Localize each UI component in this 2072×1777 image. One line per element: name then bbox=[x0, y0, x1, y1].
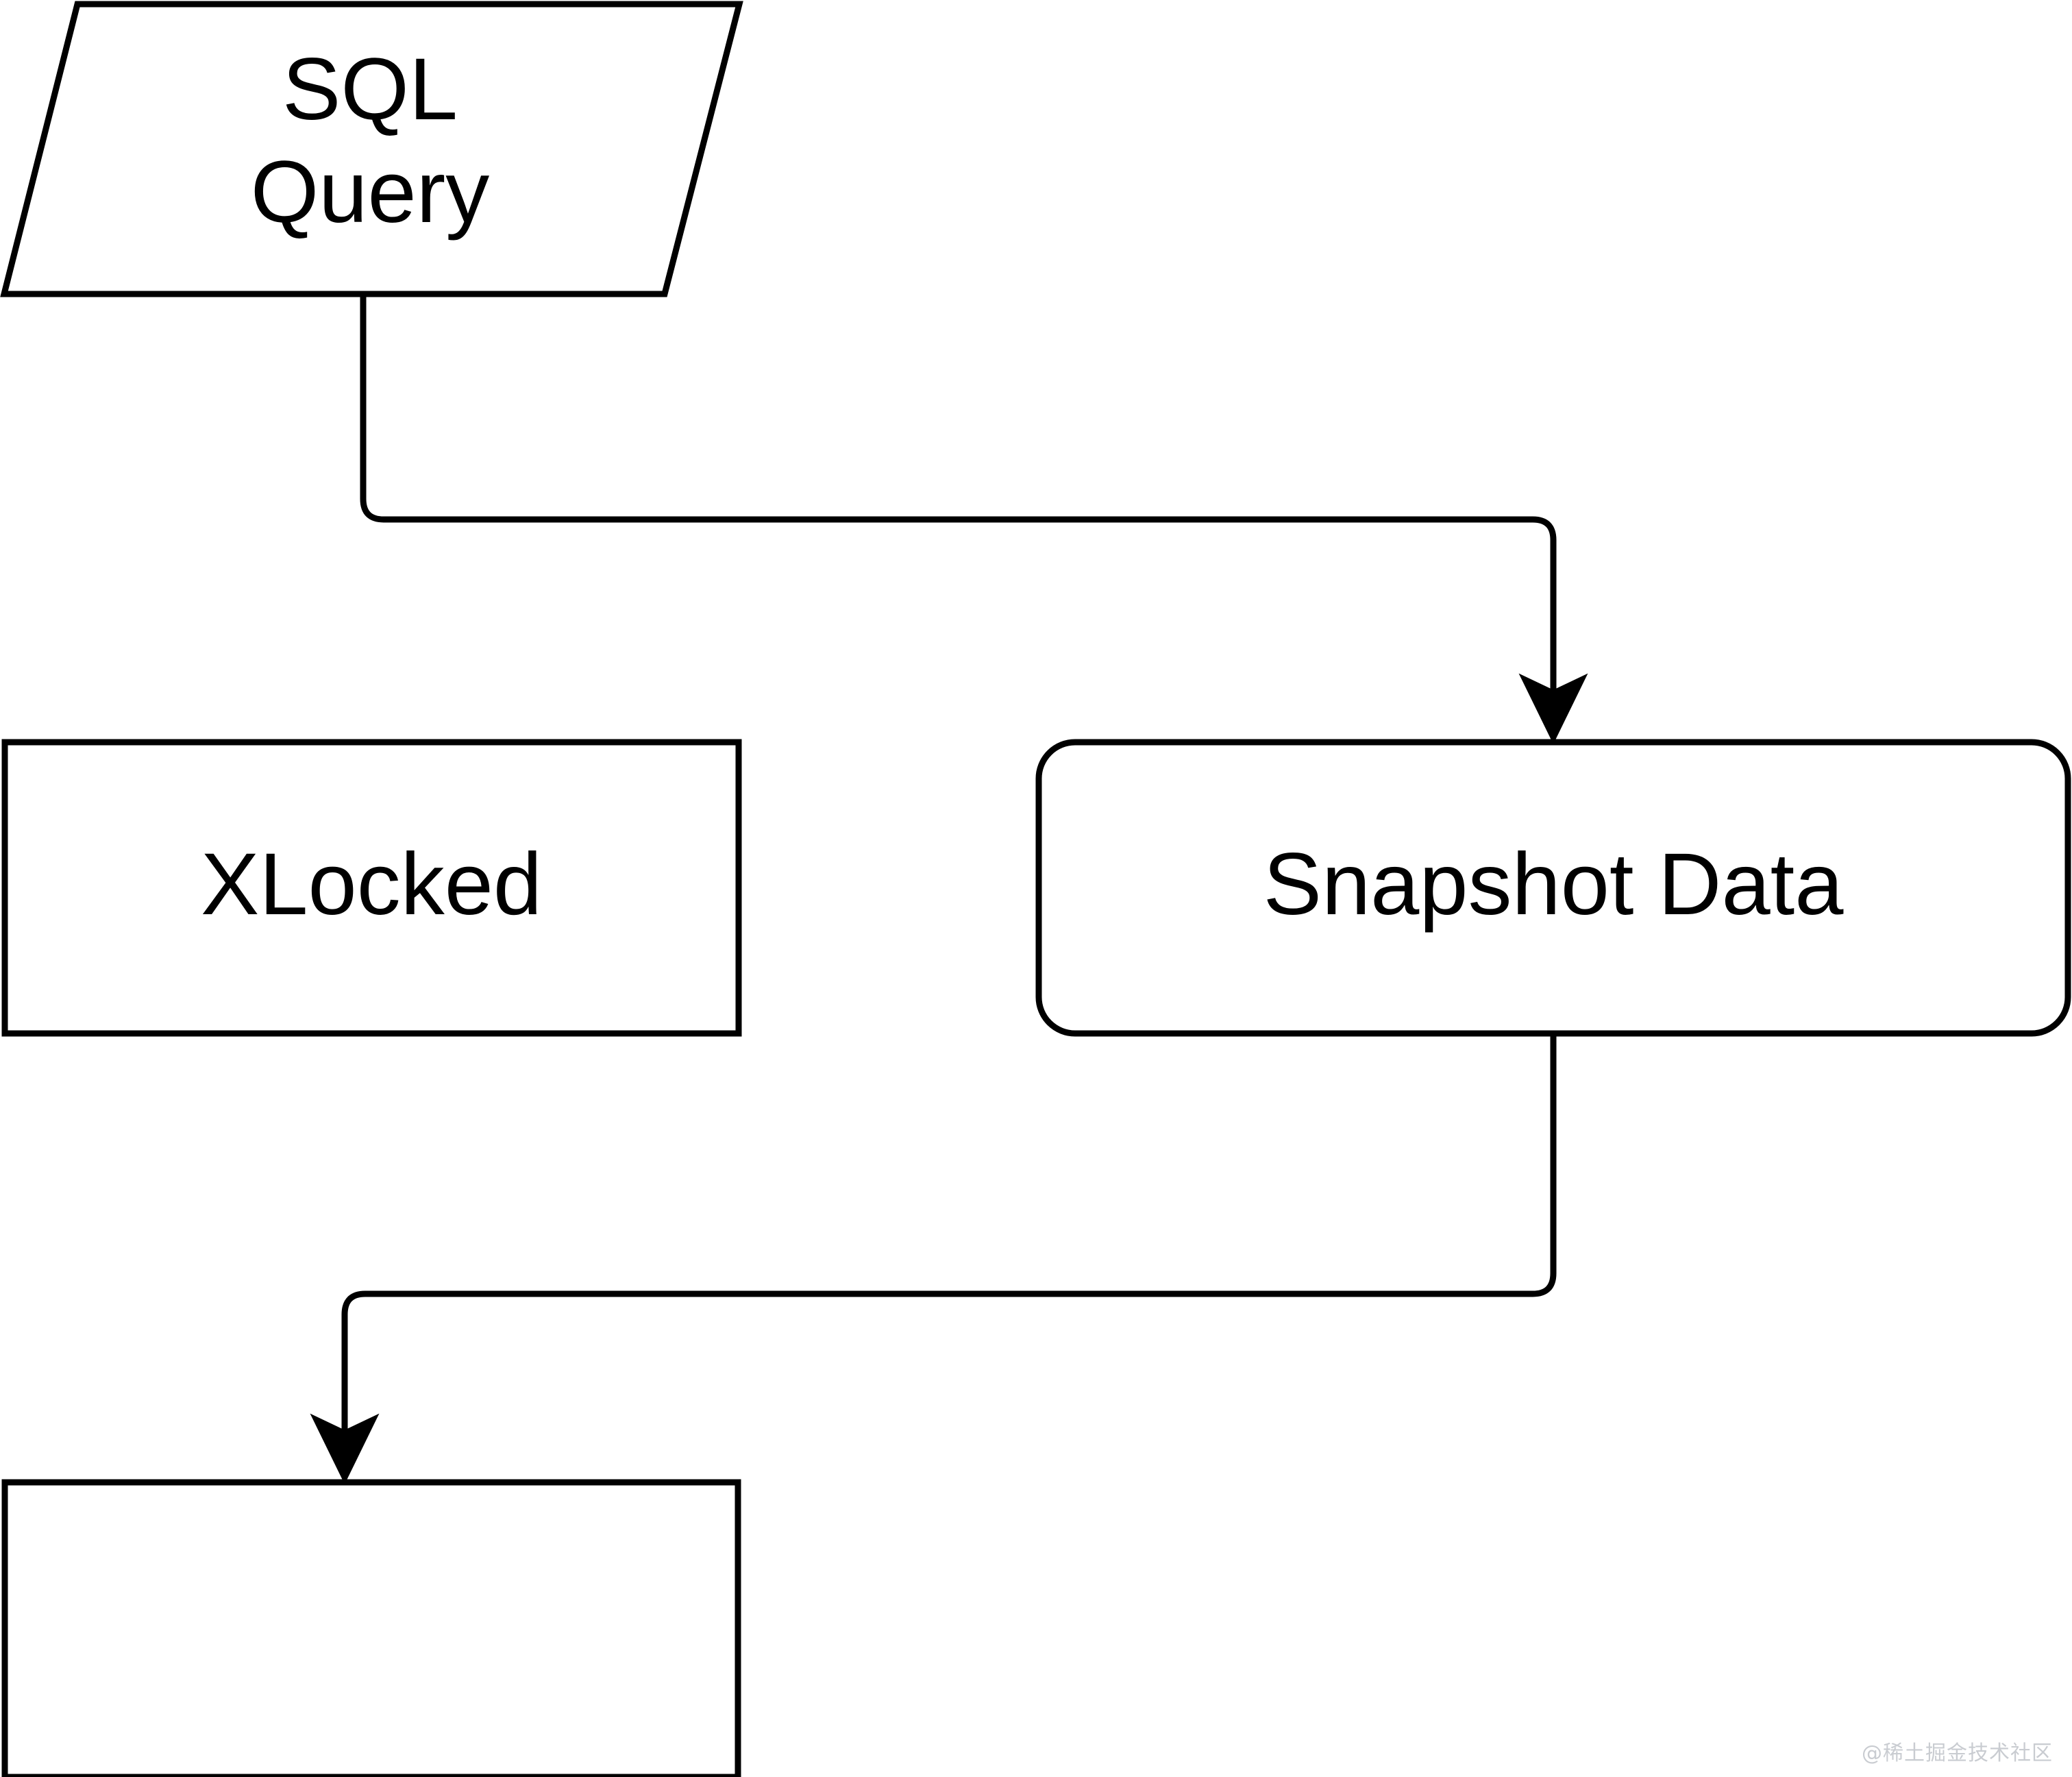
xlocked-rect-shape[interactable] bbox=[1, 739, 742, 1037]
bottom-empty-rect-shape[interactable] bbox=[1, 1479, 741, 1777]
node-sql-query[interactable]: SQL Query bbox=[0, 1, 743, 297]
edge-snapshot-to-bottom-arrowhead bbox=[310, 1413, 380, 1484]
node-bottom-empty[interactable] bbox=[1, 1479, 741, 1777]
xlocked-label: XLocked bbox=[201, 835, 542, 933]
edge-sql-to-snapshot-arrowhead bbox=[1518, 673, 1588, 744]
node-xlocked[interactable]: XLocked bbox=[1, 739, 742, 1037]
edge-snapshot-to-bottom[interactable] bbox=[310, 1036, 1557, 1484]
edge-sql-to-snapshot[interactable] bbox=[360, 297, 1588, 744]
snapshot-data-label: Snapshot Data bbox=[1263, 835, 1845, 933]
edge-snapshot-to-bottom-line[interactable] bbox=[341, 1036, 1557, 1449]
sql-query-parallelogram-shape[interactable] bbox=[0, 1, 743, 297]
sql-query-label-line2: Query bbox=[251, 143, 490, 241]
watermark: @稀土掘金技术社区 bbox=[1862, 1741, 2053, 1765]
edge-sql-to-snapshot-line[interactable] bbox=[360, 297, 1557, 709]
sql-query-label-line1: SQL bbox=[282, 40, 458, 138]
node-snapshot-data[interactable]: Snapshot Data bbox=[1035, 739, 2071, 1037]
snapshot-data-rounded-rect-shape[interactable] bbox=[1035, 739, 2071, 1037]
